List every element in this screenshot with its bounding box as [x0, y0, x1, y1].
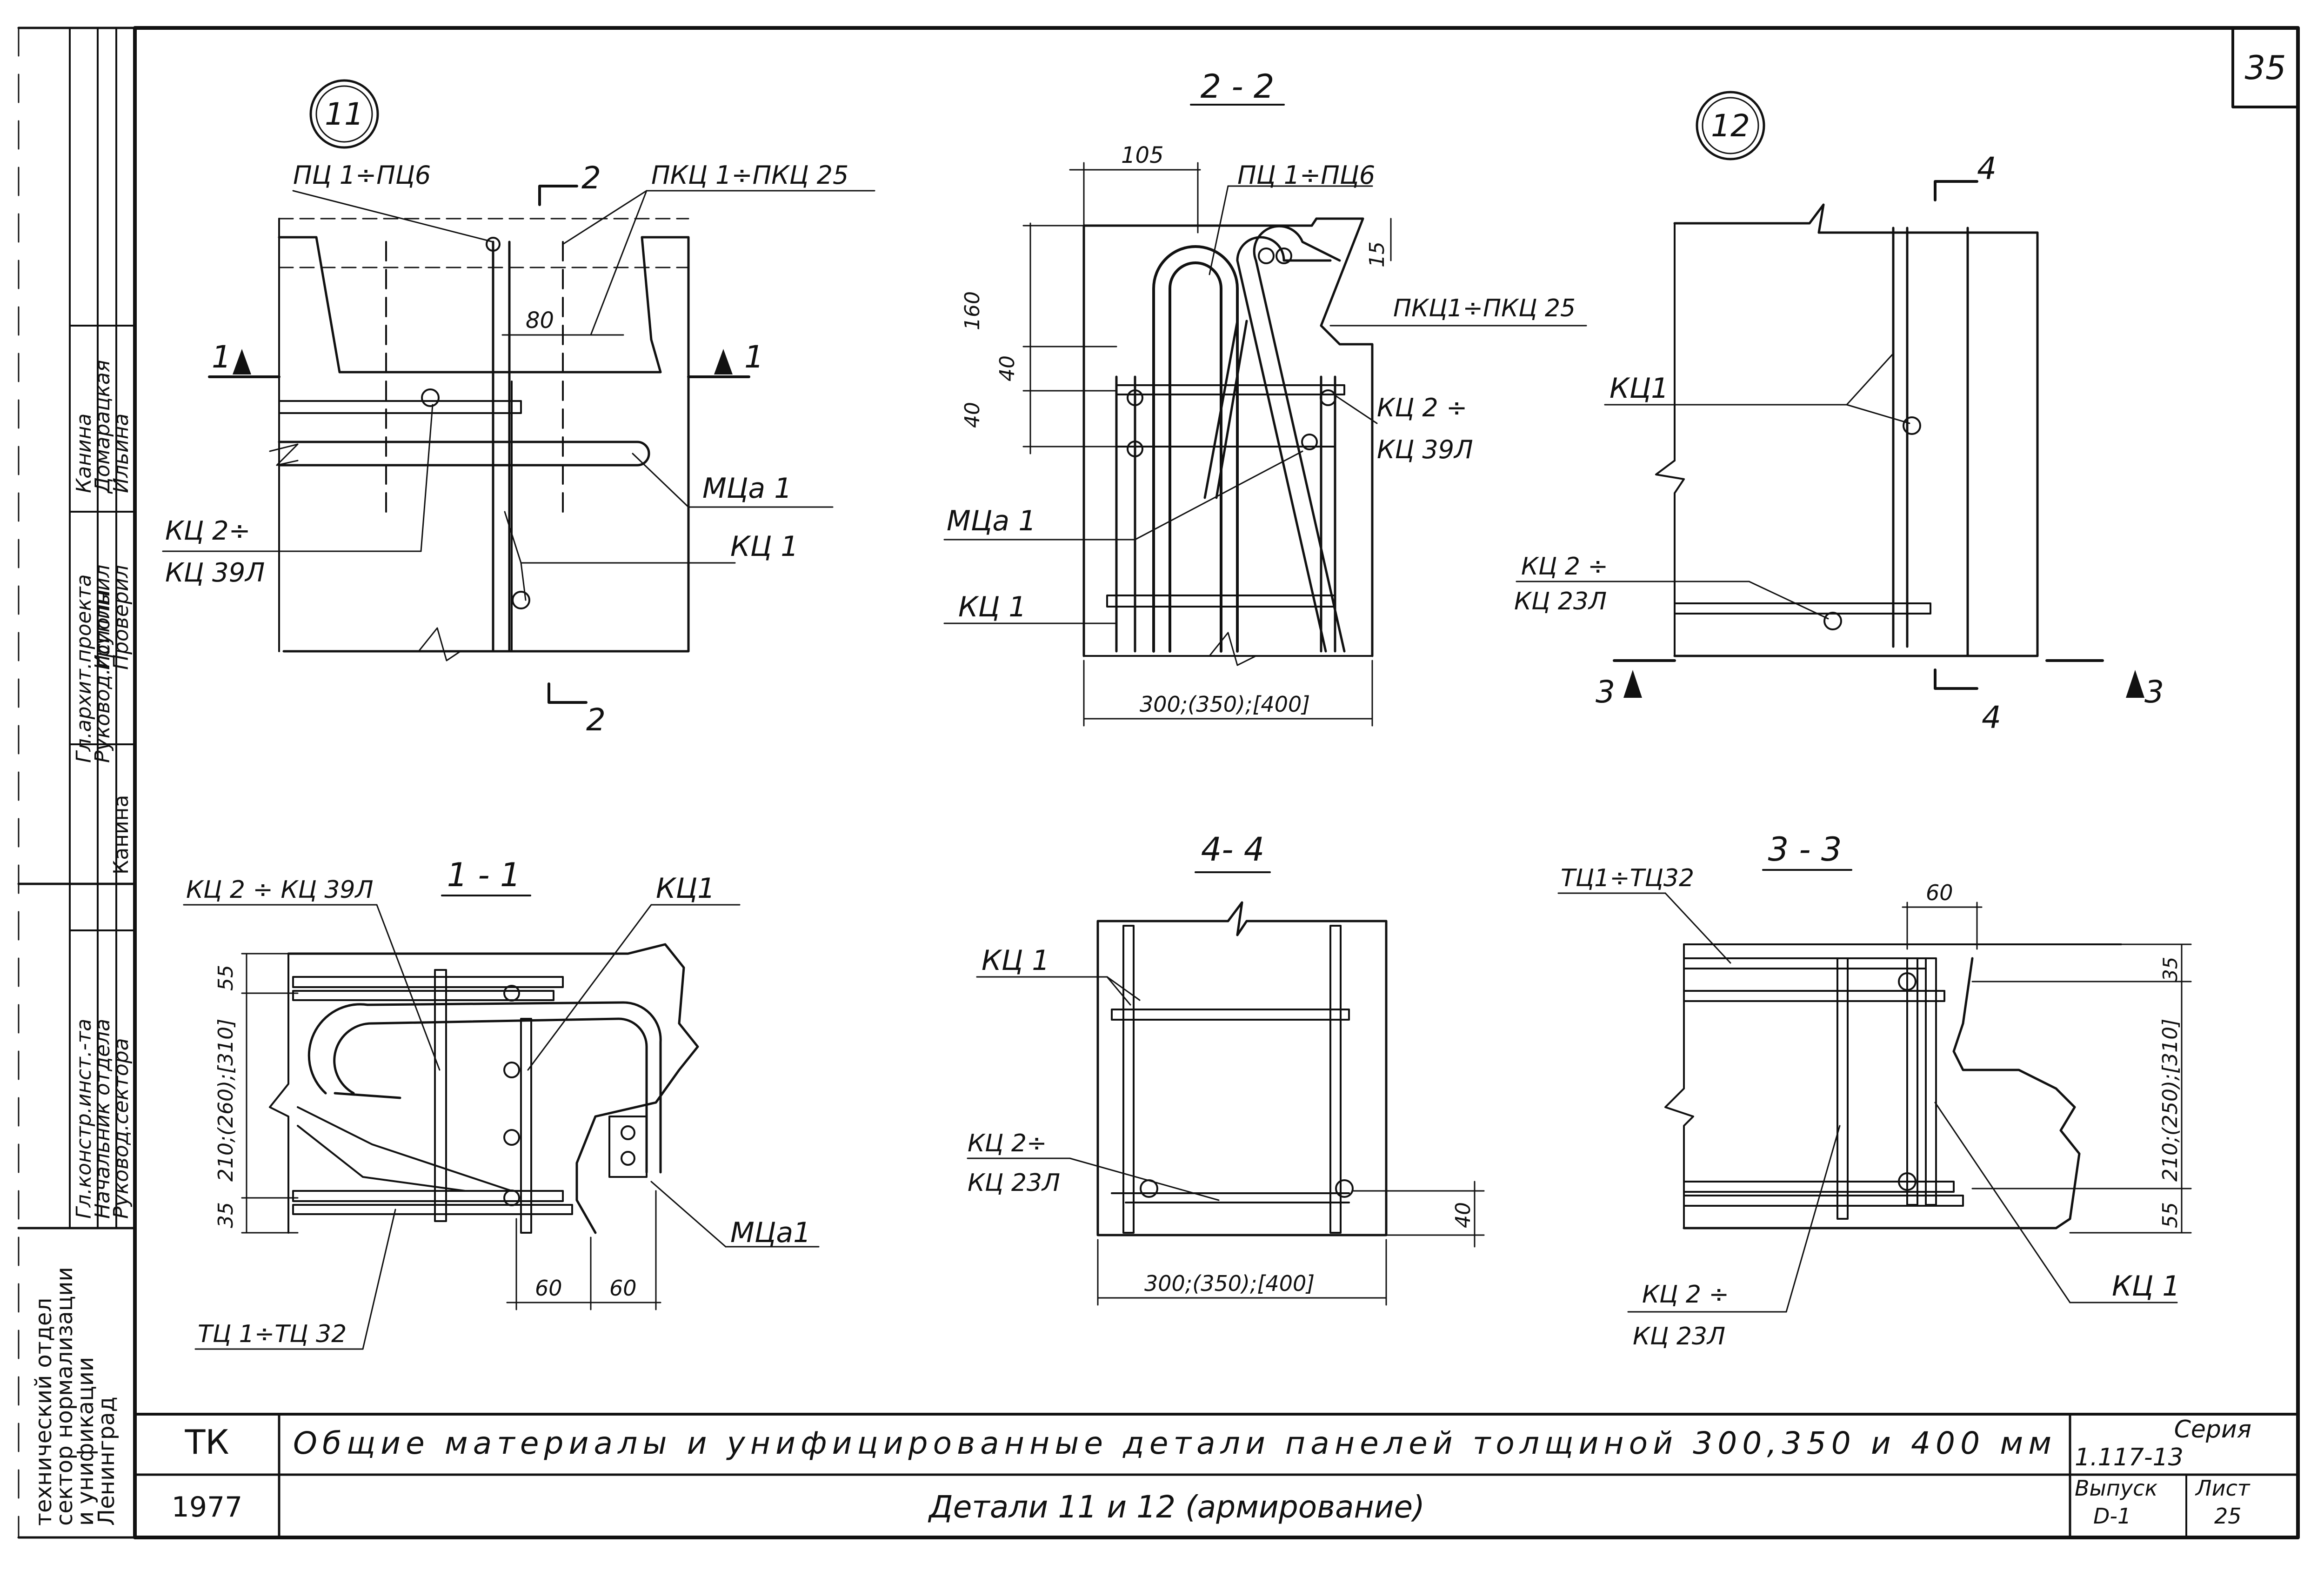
- d11-label-pkts: ПКЦ 1÷ПКЦ 25: [651, 160, 848, 190]
- s33-dim-60: 60: [1926, 880, 1953, 905]
- stamp-org-1: технический отдел: [31, 1298, 57, 1526]
- s33-label-kts2a: КЦ 2 ÷: [1642, 1281, 1729, 1309]
- s22-dim-160: 160: [961, 291, 984, 330]
- sheet-value: 25: [2214, 1503, 2242, 1529]
- s33-label-tts: ТЦ1÷ТЦ32: [1561, 864, 1694, 892]
- section-3-3-drawing: [1557, 869, 2192, 1313]
- s33-label-kts1: КЦ 1: [2112, 1270, 2180, 1303]
- side-stamp: [17, 27, 136, 1230]
- s22-dim-width: 300;(350);[400]: [1140, 692, 1310, 717]
- s22-dim-40a: 40: [995, 355, 1019, 381]
- s22-label-mts: МЦа 1: [947, 505, 1036, 537]
- series-label: Серия: [2174, 1416, 2251, 1443]
- d11-label-pts: ПЦ 1÷ПЦ6: [293, 160, 431, 190]
- stamp-role-3: Руковод.сектора: [109, 1038, 133, 1219]
- s44-dim-width: 300;(350);[400]: [1144, 1271, 1315, 1296]
- detail-12-drawing: [1516, 91, 2144, 698]
- s11-label-tts: ТЦ 1÷ТЦ 32: [198, 1320, 347, 1348]
- detail-11-drawing: [162, 79, 875, 704]
- title-block: [134, 1413, 2299, 1539]
- s22-label-kts1: КЦ 1: [958, 591, 1026, 623]
- d11-marker: 11: [325, 96, 364, 132]
- s44-title: 4- 4: [1201, 830, 1265, 869]
- s22-label-kts-b: КЦ 39Л: [1377, 435, 1473, 464]
- s11-dim-mid: 210;(260);[310]: [214, 1019, 238, 1182]
- s22-dim-15: 15: [1365, 241, 1389, 267]
- d12-marker: 12: [1711, 108, 1750, 144]
- d12-label-kts2b: КЦ 23Л: [1514, 588, 1607, 615]
- d11-dim-80: 80: [526, 307, 554, 334]
- year: 1977: [172, 1491, 243, 1524]
- s44-label-kts2a: КЦ 2÷: [968, 1129, 1047, 1157]
- d11-label-cut2-top: 2: [581, 160, 601, 196]
- s11-dim-60a: 60: [535, 1276, 562, 1301]
- stamp-role-2: Начальник отдела: [91, 1019, 114, 1219]
- s22-dim-40b: 40: [961, 402, 984, 428]
- section-4-4-drawing: [967, 871, 1485, 1306]
- s33-title: 3 - 3: [1768, 830, 1842, 869]
- s11-label-mts: МЦа1: [730, 1216, 811, 1249]
- s22-label-kts-a: КЦ 2 ÷: [1377, 393, 1467, 422]
- series-value: 1.117-13: [2075, 1443, 2184, 1471]
- s11-label-kts1: КЦ1: [656, 872, 715, 905]
- stamp-role-7: Проверил: [109, 565, 133, 670]
- issue-value: D-1: [2093, 1503, 2131, 1529]
- s44-label-kts1: КЦ 1: [982, 944, 1049, 977]
- stamp-name-2: Домарацкая: [91, 360, 114, 494]
- sheet-subtitle: Детали 11 и 12 (армирование): [928, 1489, 1425, 1525]
- d12-label-cut3-left: 3: [1596, 674, 1615, 710]
- stamp-name-3: Ильина: [109, 414, 133, 493]
- d12-label-kts1: КЦ1: [1609, 372, 1669, 405]
- stamp-name-1: Канина: [72, 414, 96, 493]
- d12-label-cut4-bottom: 4: [1982, 700, 2001, 735]
- section-2-2-drawing: [943, 104, 1587, 727]
- org-code: ТК: [184, 1423, 229, 1462]
- s22-title: 2 - 2: [1201, 67, 1275, 106]
- s33-label-kts2b: КЦ 23Л: [1633, 1323, 1725, 1350]
- d12-label-cut3-right: 3: [2144, 674, 2164, 710]
- stamp-role-6: Исполнил: [91, 565, 114, 670]
- s33-dim-35: 35: [2159, 957, 2182, 982]
- s44-dim-40: 40: [1451, 1202, 1475, 1228]
- stamp-role-4: Гл.архит.проекта: [72, 574, 96, 763]
- stamp-name-4: Канина: [109, 795, 133, 875]
- sheet-frame: [17, 26, 2300, 1539]
- section-1-1-drawing: [183, 895, 820, 1350]
- d11-label-cut1-left: 1: [212, 339, 231, 375]
- s33-dim-mid: 210;(250);[310]: [2158, 1019, 2182, 1182]
- s11-dim-35: 35: [214, 1202, 238, 1228]
- d11-label-kts-bottom: КЦ 39Л: [165, 558, 265, 588]
- issue-label: Выпуск: [2075, 1476, 2157, 1501]
- sheet-label: Лист: [2195, 1476, 2251, 1501]
- s11-dim-60b: 60: [609, 1276, 637, 1301]
- s11-label-kts: КЦ 2 ÷ КЦ 39Л: [186, 876, 374, 904]
- d12-label-cut4-top: 4: [1977, 151, 1997, 187]
- d12-label-kts2a: КЦ 2 ÷: [1521, 553, 1608, 581]
- s33-dim-55: 55: [2158, 1202, 2182, 1228]
- s22-label-pkts: ПКЦ1÷ПКЦ 25: [1393, 294, 1576, 322]
- page-number: 35: [2244, 49, 2286, 87]
- d11-label-kts1: КЦ 1: [730, 530, 798, 563]
- d11-label-cut2-bottom: 2: [586, 702, 606, 738]
- stamp-role-1: Гл.констр.инст.-та: [72, 1019, 96, 1219]
- stamp-org-4: Ленинград: [93, 1397, 120, 1526]
- sheet-title: Общие материалы и унифицированные детали…: [293, 1425, 2051, 1461]
- stamp-role-5: Руковод.группы: [91, 589, 114, 763]
- s11-dim-55: 55: [214, 965, 238, 991]
- d11-label-kts-top: КЦ 2÷: [165, 516, 251, 546]
- stamp-org-3: и унификации: [73, 1357, 99, 1526]
- s22-dim-105: 105: [1121, 142, 1164, 168]
- s11-title: 1 - 1: [447, 856, 521, 894]
- stamp-org-2: сектор нормализации: [52, 1267, 78, 1526]
- d11-label-mts: МЦа 1: [702, 472, 792, 505]
- s44-label-kts2b: КЦ 23Л: [968, 1169, 1060, 1197]
- s22-label-pts: ПЦ 1÷ПЦ6: [1237, 160, 1375, 190]
- d11-label-cut1-right: 1: [744, 339, 764, 375]
